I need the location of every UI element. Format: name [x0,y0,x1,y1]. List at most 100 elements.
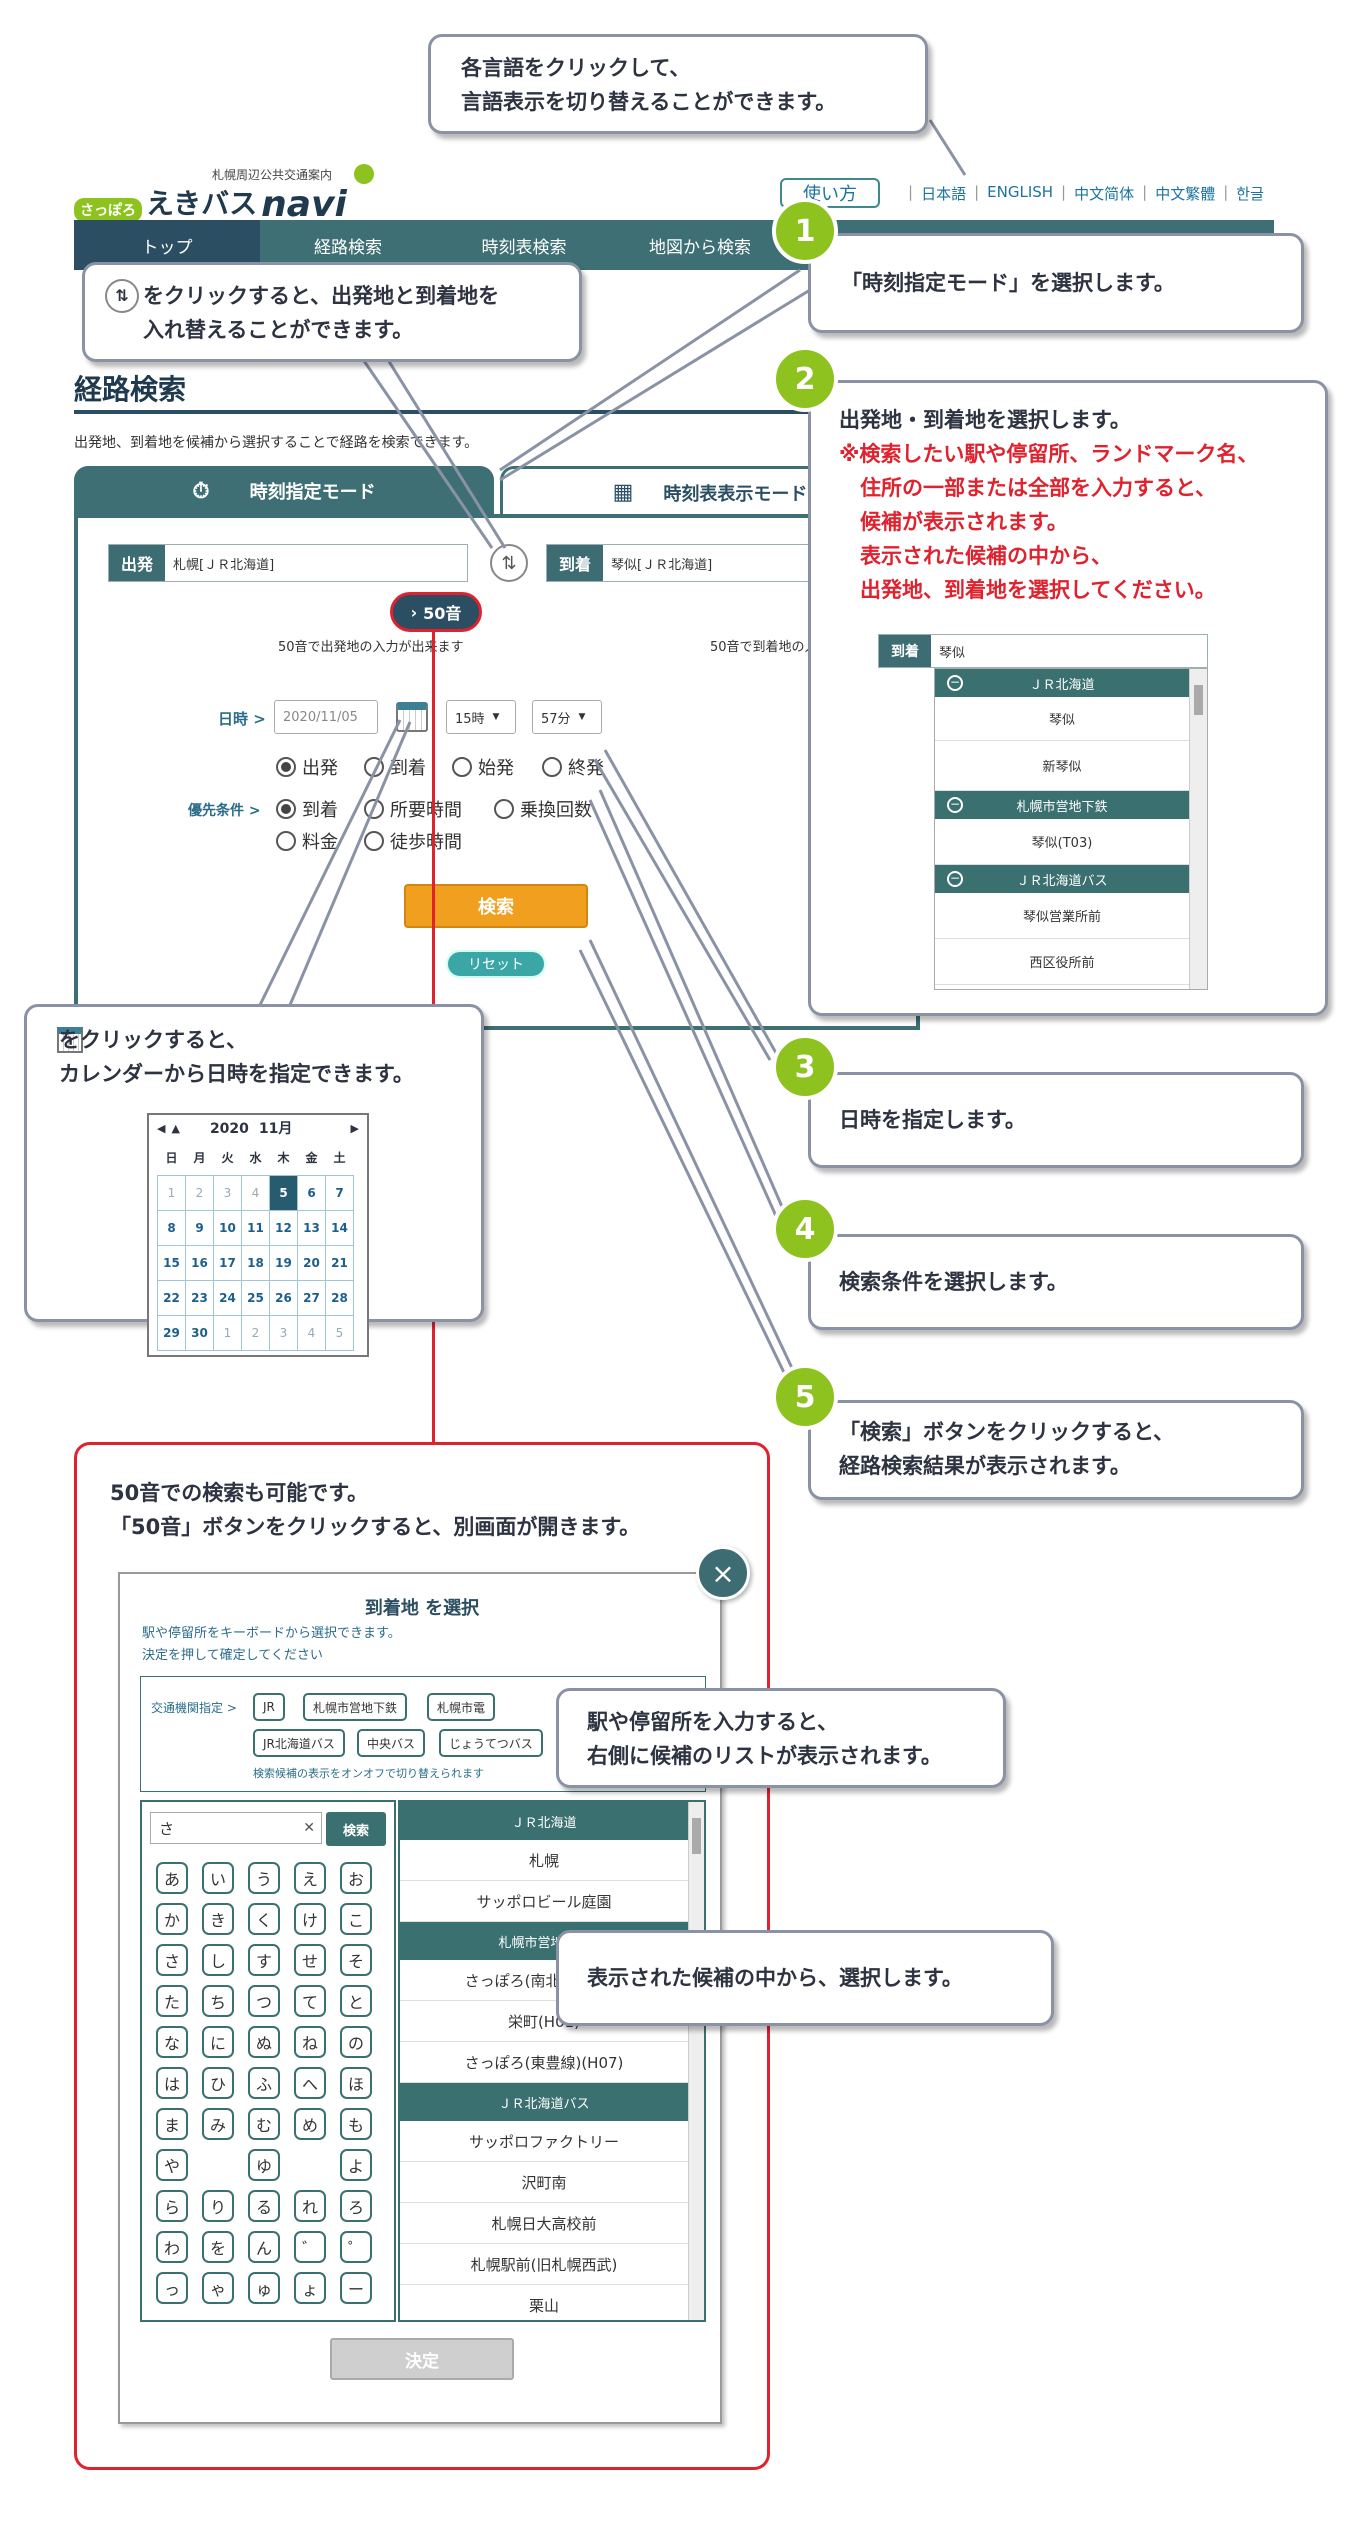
calendar-day[interactable]: 27 [297,1280,326,1316]
kana-key[interactable]: ん [248,2231,280,2263]
result-item[interactable]: サッポロビール庭園 [400,1881,688,1922]
result-item[interactable]: 札幌日大高校前 [400,2203,688,2244]
calendar-day[interactable]: 3 [213,1175,242,1211]
result-group-header[interactable]: ＪＲ北海道バス [400,2083,688,2121]
lang-english[interactable]: ENGLISH [987,183,1054,201]
filter-jr[interactable]: JR [253,1693,285,1721]
kana-key[interactable]: わ [156,2231,188,2263]
calendar-day[interactable]: 19 [269,1245,298,1281]
calendar-day-selected[interactable]: 5 [269,1175,298,1211]
confirm-button[interactable]: 決定 [330,2338,514,2380]
calendar-day[interactable]: 21 [325,1245,354,1281]
calendar-day[interactable]: 28 [325,1280,354,1316]
lang-chinese-traditional[interactable]: 中文繁體 [1155,185,1216,203]
nav-top[interactable]: トップ [74,220,260,270]
kana-key[interactable]: せ [294,1944,326,1976]
list-item[interactable]: 琴似(T03) [935,819,1189,865]
kana-key[interactable]: に [202,2026,234,2058]
kana-key[interactable]: あ [156,1862,188,1894]
calendar-day[interactable]: 4 [241,1175,270,1211]
filter-subway[interactable]: 札幌市営地下鉄 [303,1693,408,1721]
calendar-day[interactable]: 25 [241,1280,270,1316]
calendar-day[interactable]: 8 [157,1210,186,1246]
kana-key[interactable]: ゅ [248,2272,280,2304]
kana-key[interactable]: と [340,1985,372,2017]
calendar-day[interactable]: 7 [325,1175,354,1211]
result-group-header[interactable]: ＪＲ北海道 [400,1802,688,1840]
kana-key[interactable]: き [202,1903,234,1935]
kana-key[interactable]: け [294,1903,326,1935]
clear-icon[interactable]: ✕ [303,1820,315,1836]
calendar-day[interactable]: 30 [185,1315,214,1351]
kana-key[interactable]: う [248,1862,280,1894]
lang-chinese-simplified[interactable]: 中文简体 [1074,185,1135,203]
calendar-day[interactable]: 3 [269,1315,298,1351]
calendar-day[interactable]: 5 [325,1315,354,1351]
kana-key[interactable]: な [156,2026,188,2058]
kana-key[interactable]: そ [340,1944,372,1976]
kana-key[interactable]: さ [156,1944,188,1976]
kana-key[interactable]: す [248,1944,280,1976]
calendar-day[interactable]: 24 [213,1280,242,1316]
radio-departure[interactable]: 出発 [276,754,338,780]
calendar-day[interactable]: 23 [185,1280,214,1316]
calendar-day[interactable]: 2 [241,1315,270,1351]
kana-key[interactable]: む [248,2108,280,2140]
kana-key[interactable]: ひ [202,2067,234,2099]
calendar-day[interactable]: 11 [241,1210,270,1246]
prev-month-icon[interactable]: ◀ [157,1122,166,1135]
nav-timetable[interactable]: 時刻表検索 [481,237,567,258]
kana-key[interactable]: ょ [294,2272,326,2304]
result-item[interactable]: サッポロファクトリー [400,2121,688,2162]
scrollbar[interactable] [1189,669,1207,989]
kana-key[interactable]: れ [294,2190,326,2222]
kana-key[interactable]: か [156,1903,188,1935]
scrollbar[interactable] [688,1802,704,2320]
filter-jr-bus[interactable]: JR北海道バス [253,1729,345,1757]
radio-last[interactable]: 終発 [542,754,604,780]
kana-key[interactable]: ぬ [248,2026,280,2058]
kana-key[interactable]: を [202,2231,234,2263]
modal-close-button[interactable]: × [696,1546,750,1600]
result-item[interactable]: 栗山 [400,2285,688,2320]
tab-time-mode[interactable]: ⏱ 時刻指定モード [74,466,494,516]
kana-key[interactable]: お [340,1862,372,1894]
group-header[interactable]: −ＪＲ北海道バス [935,865,1189,893]
calendar-day[interactable]: 15 [157,1245,186,1281]
kana-key[interactable]: え [294,1862,326,1894]
kana-key[interactable]: ふ [248,2067,280,2099]
result-item[interactable]: 札幌駅前(旧札幌西武) [400,2244,688,2285]
list-item[interactable]: 琴似 [935,697,1189,741]
priority-duration[interactable]: 所要時間 [364,796,462,822]
kana-button[interactable]: ›50音 [390,592,482,632]
kana-key[interactable]: た [156,1985,188,2017]
swap-button[interactable]: ⇅ [490,544,528,582]
result-item[interactable]: さっぽろ(東豊線)(H07) [400,2042,688,2083]
calendar-day[interactable]: 26 [269,1280,298,1316]
calendar-day[interactable]: 22 [157,1280,186,1316]
lang-japanese[interactable]: 日本語 [921,185,967,203]
calendar-day[interactable]: 29 [157,1315,186,1351]
calendar-day[interactable]: 2 [185,1175,214,1211]
kana-key[interactable]: ー [340,2272,372,2304]
nav-route[interactable]: 経路検索 [314,237,382,258]
calendar-day[interactable]: 13 [297,1210,326,1246]
calendar-day[interactable]: 16 [185,1245,214,1281]
calendar-day[interactable]: 14 [325,1210,354,1246]
kana-key[interactable]: へ [294,2067,326,2099]
calendar-day[interactable]: 18 [241,1245,270,1281]
kana-key[interactable]: よ [340,2149,372,2181]
kana-key[interactable]: ゛ [294,2231,326,2263]
filter-jotetsu-bus[interactable]: じょうてつバス [439,1729,543,1757]
kana-key[interactable]: こ [340,1903,372,1935]
kana-key[interactable]: い [202,1862,234,1894]
kana-search-button[interactable]: 検索 [326,1812,386,1846]
destination-field[interactable]: 到着 琴似[ＪＲ北海道] [546,544,816,582]
kana-key[interactable]: ら [156,2190,188,2222]
calendar-day[interactable]: 6 [297,1175,326,1211]
list-item[interactable]: 新琴似 [935,741,1189,791]
calendar-day[interactable]: 1 [157,1175,186,1211]
kana-key[interactable]: ね [294,2026,326,2058]
kana-key[interactable]: の [340,2026,372,2058]
calendar-day[interactable]: 1 [213,1315,242,1351]
